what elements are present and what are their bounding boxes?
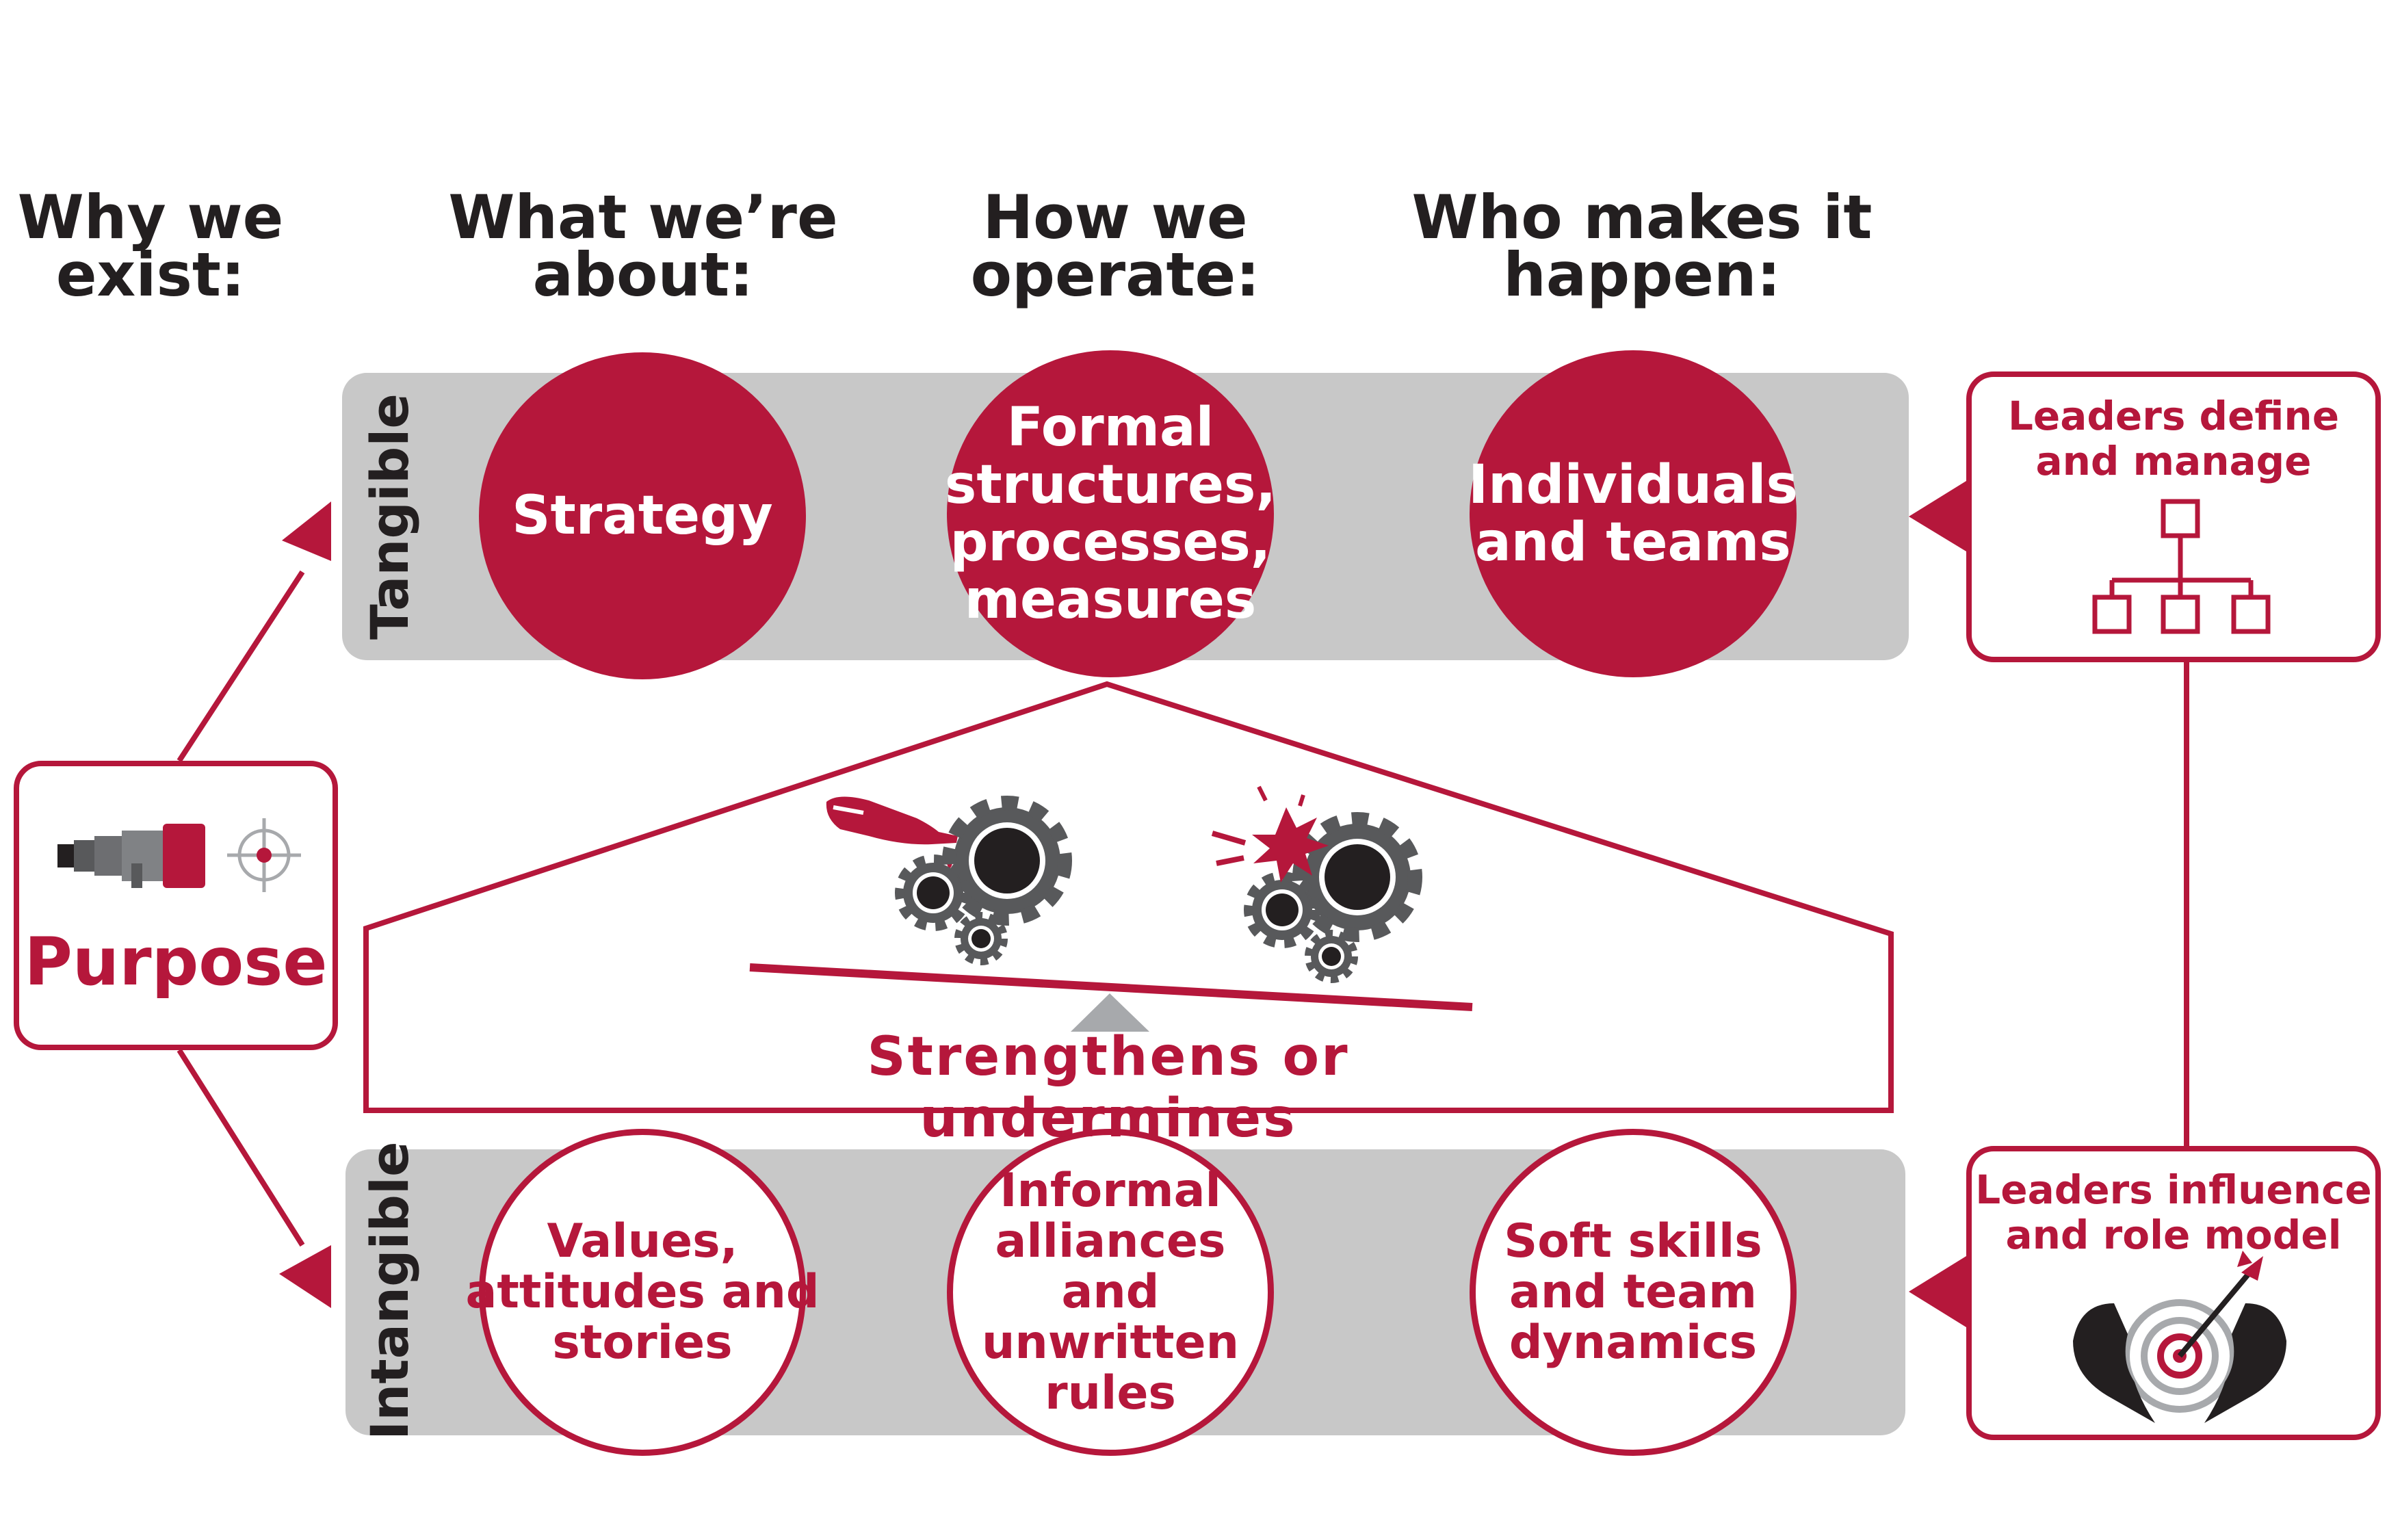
arrow-to-tangible-line	[177, 570, 305, 763]
purpose-box	[14, 761, 338, 1050]
seesaw-beam	[749, 963, 1473, 1011]
circle-strategy: Strategy	[479, 352, 806, 679]
arrow-to-intangible-head	[279, 1245, 331, 1308]
spark-icon	[1252, 807, 1329, 883]
left-gears-icon	[895, 796, 1072, 965]
leaders-define-pointer	[1909, 481, 1966, 551]
arrow-to-intangible-line	[177, 1048, 305, 1247]
strengthens-or-undermines-label: Strengthens or undermines	[867, 1026, 1350, 1149]
purpose-label: Purpose	[24, 924, 328, 1000]
house-outline	[363, 681, 1894, 1113]
right-gears-icon	[1211, 785, 1422, 983]
seesaw-pivot	[1071, 993, 1149, 1032]
arrow-to-tangible-head	[282, 501, 331, 561]
leaders-influence-pointer	[1909, 1256, 1966, 1327]
